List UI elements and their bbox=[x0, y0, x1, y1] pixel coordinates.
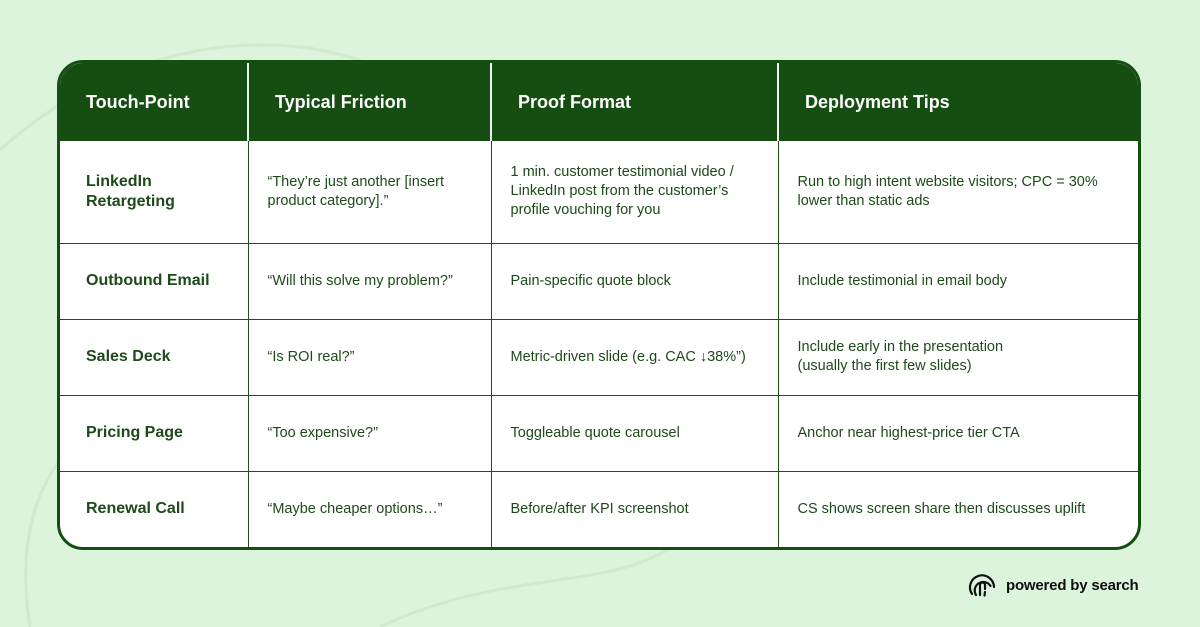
table-row: Renewal Call “Maybe cheaper options…” Be… bbox=[60, 471, 1138, 547]
header-touch-point: Touch-Point bbox=[60, 63, 249, 141]
friction-cell: “Maybe cheaper options…” bbox=[248, 471, 492, 547]
table-row: Pricing Page “Too expensive?” Toggleable… bbox=[60, 395, 1138, 472]
header-deployment-tips: Deployment Tips bbox=[778, 63, 1138, 141]
brand-logo: powered by search bbox=[966, 569, 1139, 601]
touch-point-cell: Sales Deck bbox=[60, 319, 249, 396]
table-header-row: Touch-Point Typical Friction Proof Forma… bbox=[60, 63, 1138, 141]
deployment-tips-cell: Include testimonial in email body bbox=[778, 243, 1138, 320]
touch-point-cell: Pricing Page bbox=[60, 395, 249, 472]
friction-cell: “Is ROI real?” bbox=[248, 319, 492, 396]
table-row: Outbound Email “Will this solve my probl… bbox=[60, 243, 1138, 320]
touch-point-cell: Outbound Email bbox=[60, 243, 249, 320]
touch-point-cell: LinkedIn Retargeting bbox=[60, 141, 249, 244]
deployment-tips-cell: Run to high intent website visitors; CPC… bbox=[778, 141, 1138, 244]
proof-format-cell: Toggleable quote carousel bbox=[491, 395, 779, 472]
touch-point-cell: Renewal Call bbox=[60, 471, 249, 547]
touchpoint-table-card: Touch-Point Typical Friction Proof Forma… bbox=[57, 60, 1141, 550]
deployment-tips-line: Include early in the presentation bbox=[797, 339, 1004, 355]
deployment-tips-line: (usually the first few slides) bbox=[797, 358, 972, 374]
table-row: Sales Deck “Is ROI real?” Metric-driven … bbox=[60, 319, 1138, 396]
deployment-tips-cell: Include early in the presentation (usual… bbox=[778, 319, 1138, 396]
friction-cell: “They’re just another [insert product ca… bbox=[248, 141, 492, 244]
proof-format-cell: 1 min. customer testimonial video / Link… bbox=[491, 141, 779, 244]
header-typical-friction: Typical Friction bbox=[248, 63, 492, 141]
fingerprint-logo-icon bbox=[968, 574, 996, 597]
friction-cell: “Too expensive?” bbox=[248, 395, 492, 472]
friction-cell: “Will this solve my problem?” bbox=[248, 243, 492, 320]
header-proof-format: Proof Format bbox=[491, 63, 779, 141]
proof-format-cell: Pain-specific quote block bbox=[491, 243, 779, 320]
table-row: LinkedIn Retargeting “They’re just anoth… bbox=[60, 141, 1138, 244]
deployment-tips-cell: CS shows screen share then discusses upl… bbox=[797, 500, 1086, 517]
touchpoint-table: Touch-Point Typical Friction Proof Forma… bbox=[60, 63, 1138, 547]
deployment-tips-cell: Anchor near highest-price tier CTA bbox=[778, 395, 1138, 472]
brand-name: powered by search bbox=[1006, 576, 1139, 594]
proof-format-cell: Before/after KPI screenshot bbox=[491, 471, 779, 547]
proof-format-cell: Metric-driven slide (e.g. CAC ↓38%”) bbox=[491, 319, 779, 396]
